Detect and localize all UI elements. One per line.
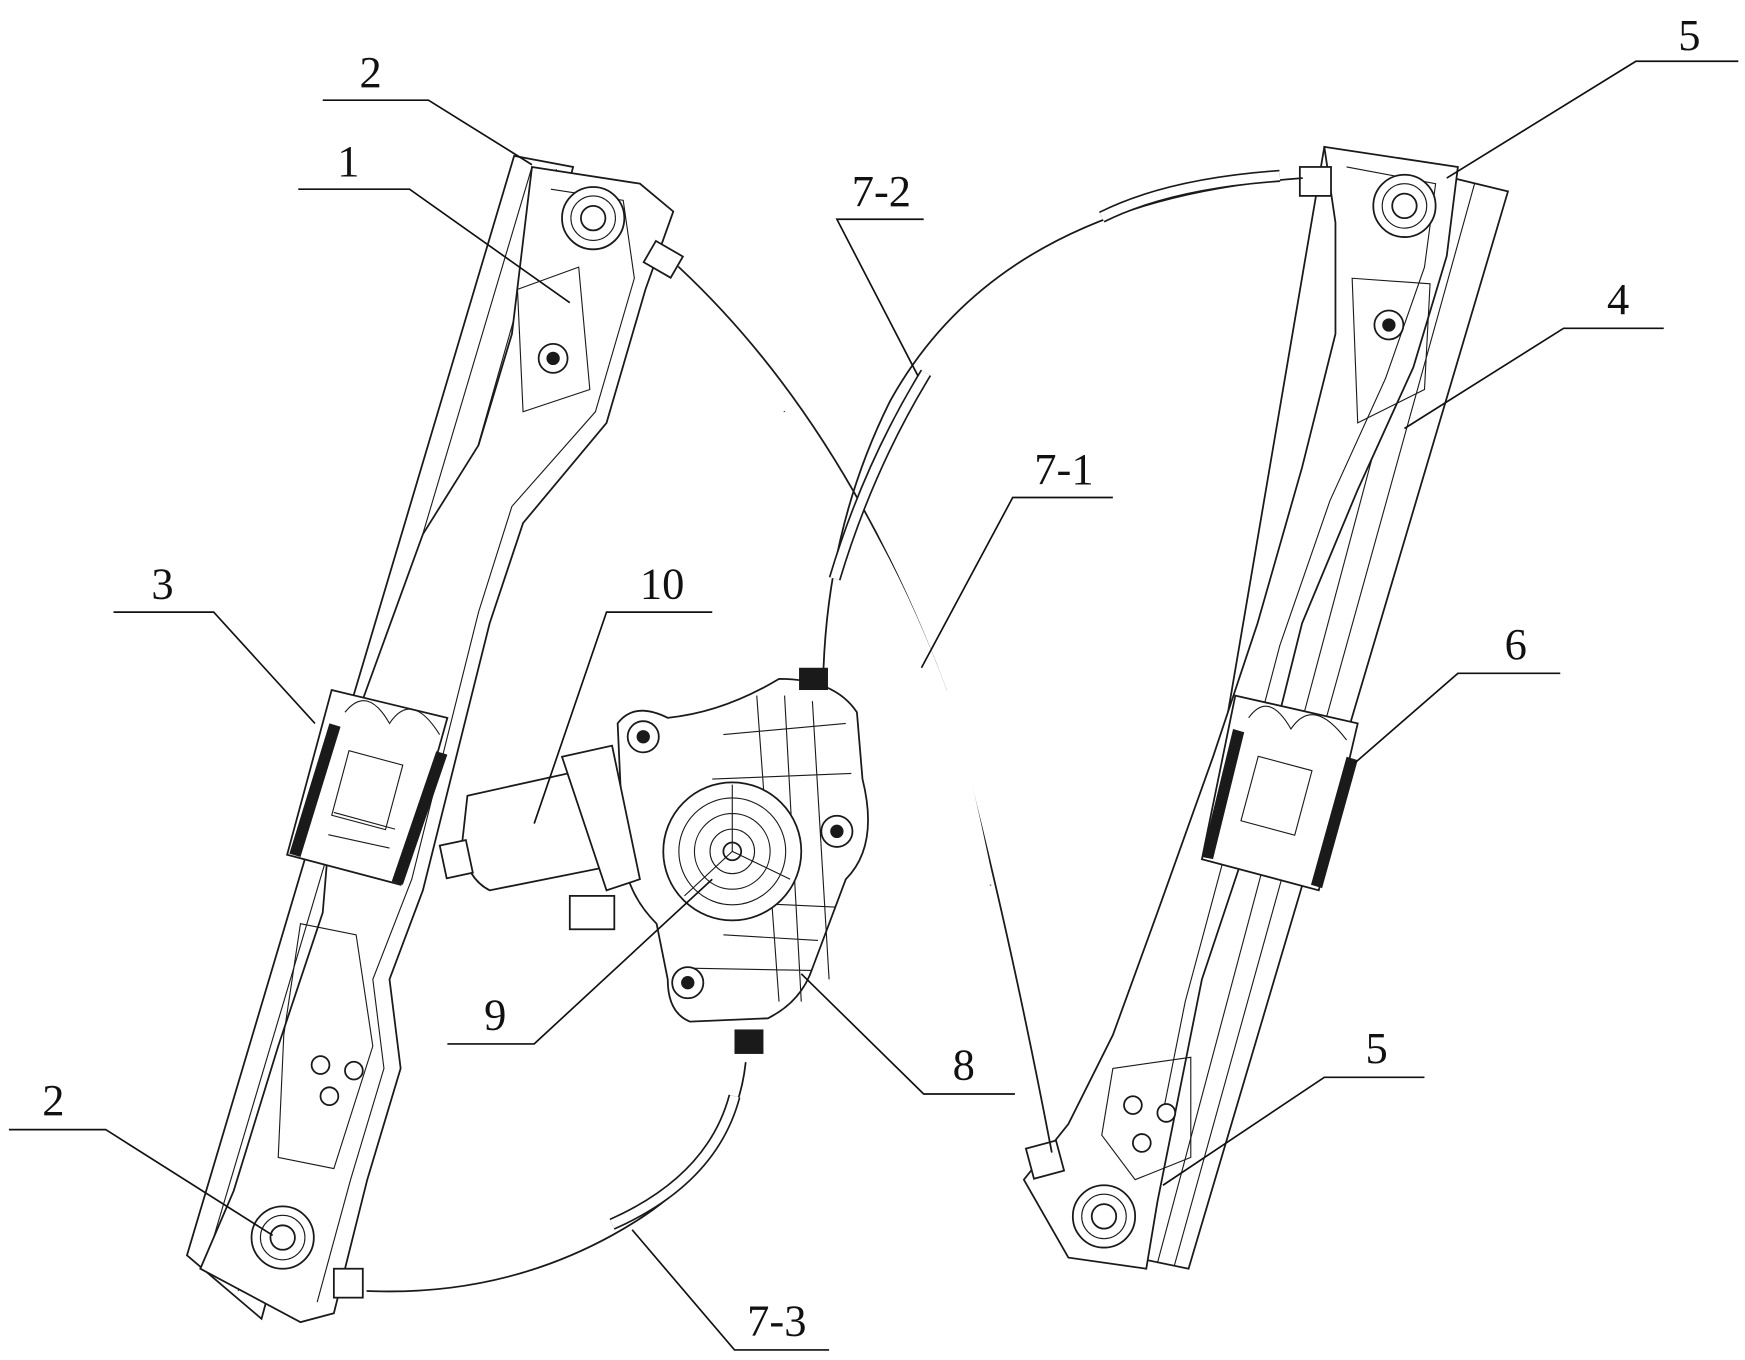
svg-text:5: 5 — [1366, 1023, 1388, 1073]
svg-text:7-1: 7-1 — [1034, 444, 1093, 494]
svg-text:2: 2 — [359, 47, 381, 97]
svg-text:8: 8 — [953, 1040, 975, 1090]
svg-text:5: 5 — [1678, 10, 1700, 60]
pulley-bottom-right — [1073, 1185, 1135, 1247]
drum — [663, 782, 801, 920]
label-7-2: 7-2 — [837, 166, 924, 376]
svg-text:10: 10 — [640, 559, 685, 609]
pulley-top-right — [1373, 175, 1435, 237]
svg-text:1: 1 — [337, 136, 359, 186]
svg-text:4: 4 — [1607, 274, 1629, 324]
cable-7-3 — [367, 1063, 745, 1292]
pulley-bottom-left — [252, 1206, 314, 1268]
cable-end-bottom-left — [334, 1269, 363, 1298]
pulley-top-left — [562, 187, 624, 249]
label-5-top-right: 5 — [1447, 10, 1739, 178]
svg-text:7-3: 7-3 — [747, 1295, 806, 1345]
label-6: 6 — [1355, 619, 1560, 762]
motor — [440, 746, 640, 930]
cable-7-2 — [824, 176, 1303, 668]
svg-text:2: 2 — [42, 1075, 64, 1125]
svg-text:3: 3 — [151, 559, 173, 609]
svg-text:7-2: 7-2 — [852, 166, 911, 216]
svg-text:6: 6 — [1505, 619, 1527, 669]
svg-text:9: 9 — [484, 989, 506, 1039]
label-7-1: 7-1 — [921, 444, 1112, 668]
cable-end-top-right — [1300, 167, 1331, 196]
label-8: 8 — [801, 974, 1015, 1094]
label-3: 3 — [114, 559, 315, 724]
cable-end-bottom-right — [1026, 1141, 1064, 1179]
label-7-3: 7-3 — [632, 1230, 829, 1350]
